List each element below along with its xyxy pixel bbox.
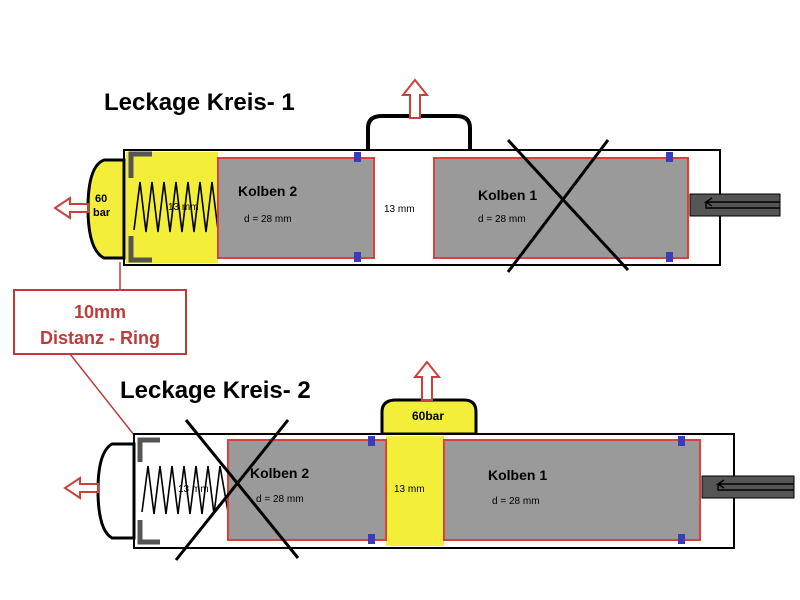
pressure-bar-label: bar [93, 207, 111, 219]
gap-length-label: 13 mm [394, 484, 425, 495]
piston-2-diameter: d = 28 mm [244, 214, 292, 225]
piston-1-label: Kolben 1 [478, 187, 537, 203]
piston-1-diameter: d = 28 mm [478, 214, 526, 225]
push-arrow-icon [703, 197, 780, 209]
seal-icon [368, 436, 375, 446]
gap-length-label: 13 mm [384, 204, 415, 215]
callout-line-1: 10mm [74, 302, 126, 322]
push-rod-1 [689, 193, 781, 217]
up-arrow-icon [400, 78, 430, 119]
circuit-2: Leckage Kreis- 2 60bar 13 mm Kolben 2 d … [63, 360, 795, 561]
spring-2 [141, 465, 229, 515]
push-rod-2 [701, 475, 795, 499]
failure-cross-icon [506, 138, 630, 273]
up-arrow-icon [412, 360, 442, 401]
pressure-chamber-2 [386, 436, 444, 546]
seal-icon [354, 152, 361, 162]
seal-icon [666, 252, 673, 262]
distance-ring-1 [128, 151, 152, 263]
left-arrow-icon [63, 476, 99, 500]
piston-1-circuit-2 [443, 439, 701, 541]
push-arrow-icon [715, 479, 794, 491]
spring-length-label: 13 mm [168, 202, 199, 213]
piston-1-diameter: d = 28 mm [492, 496, 540, 507]
piston-2-label: Kolben 2 [238, 183, 297, 199]
left-arrow-icon [53, 196, 89, 220]
spring-1 [133, 181, 219, 233]
piston-2-circuit-1 [217, 157, 375, 259]
piston-2-circuit-2 [227, 439, 387, 541]
callout-line-2: Distanz - Ring [40, 328, 160, 348]
piston-2-diameter: d = 28 mm [256, 494, 304, 505]
top-outlet-1 [366, 78, 472, 150]
distance-ring-2 [137, 437, 160, 545]
seal-icon [678, 534, 685, 544]
circuit-2-title: Leckage Kreis- 2 [120, 377, 311, 404]
circuit-1: Leckage Kreis- 1 60 bar 13 mm Kolben 2 d… [53, 78, 781, 273]
piston-1-circuit-1 [433, 157, 689, 259]
piston-1-label: Kolben 1 [488, 467, 547, 483]
top-outlet-2: 60bar [380, 360, 478, 436]
seal-icon [678, 436, 685, 446]
seal-icon [354, 252, 361, 262]
end-cap-2 [96, 442, 136, 540]
distance-ring-callout: 10mm Distanz - Ring [13, 262, 187, 441]
pressure-60-label: 60 [95, 193, 107, 205]
failure-cross-icon [174, 419, 300, 561]
circuit-1-title: Leckage Kreis- 1 [104, 89, 295, 116]
pressure-60bar-label: 60bar [412, 409, 444, 423]
seal-icon [666, 152, 673, 162]
piston-2-label: Kolben 2 [250, 465, 309, 481]
spring-length-label: 13 mm [178, 484, 209, 495]
seal-icon [368, 534, 375, 544]
